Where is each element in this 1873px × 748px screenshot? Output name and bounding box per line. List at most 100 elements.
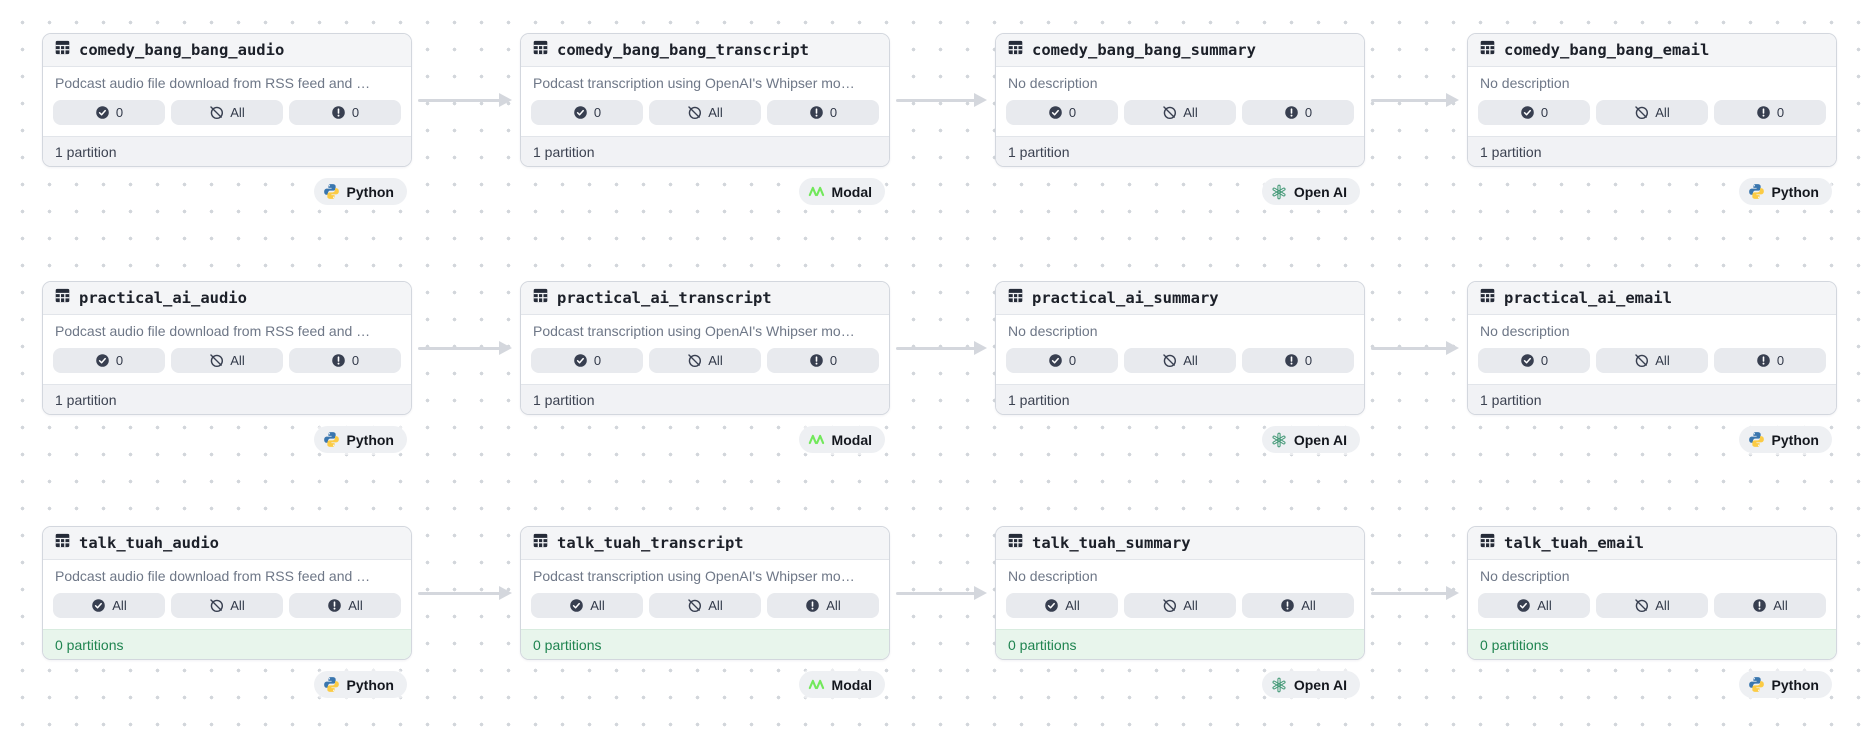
status-badge[interactable]: 0 xyxy=(1714,100,1826,125)
table-icon xyxy=(1479,39,1496,61)
status-badge[interactable]: 0 xyxy=(767,348,879,373)
status-badge[interactable]: All xyxy=(649,348,761,373)
status-badge-label: All xyxy=(112,598,127,613)
kind-tag-modal[interactable]: Modal xyxy=(798,671,885,698)
status-badge[interactable]: All xyxy=(1596,593,1708,618)
kind-tag-slot: Modal xyxy=(520,671,890,698)
status-badge[interactable]: 0 xyxy=(289,100,401,125)
slash-circle-icon xyxy=(1634,353,1649,368)
asset-card[interactable]: practical_ai_audio Podcast audio file do… xyxy=(42,281,412,415)
status-badge-label: All xyxy=(230,598,245,613)
kind-tag-open-ai[interactable]: Open AI xyxy=(1261,178,1360,205)
status-badge[interactable]: 0 xyxy=(1006,348,1118,373)
status-badge[interactable]: All xyxy=(649,100,761,125)
status-badge[interactable]: All xyxy=(171,348,283,373)
kind-tag-open-ai[interactable]: Open AI xyxy=(1261,426,1360,453)
status-badge[interactable]: All xyxy=(1124,100,1236,125)
status-badge[interactable]: 0 xyxy=(1006,100,1118,125)
kind-tag-slot: Open AI xyxy=(995,178,1365,205)
kind-tag-python[interactable]: Python xyxy=(1738,426,1832,453)
status-badge[interactable]: 0 xyxy=(531,348,643,373)
asset-card[interactable]: comedy_bang_bang_transcript Podcast tran… xyxy=(520,33,890,167)
slash-circle-icon xyxy=(687,105,702,120)
kind-tag-python[interactable]: Python xyxy=(313,671,407,698)
asset-card[interactable]: talk_tuah_audio Podcast audio file downl… xyxy=(42,526,412,660)
python-icon xyxy=(1748,676,1765,693)
partition-count: 0 partitions xyxy=(43,629,411,659)
alert-circle-icon xyxy=(805,598,820,613)
status-badge[interactable]: 0 xyxy=(531,100,643,125)
asset-card-header: comedy_bang_bang_email xyxy=(1468,34,1836,67)
kind-tag-python[interactable]: Python xyxy=(1738,178,1832,205)
lineage-edge-arrowhead xyxy=(1446,341,1459,355)
kind-tag-modal[interactable]: Modal xyxy=(798,426,885,453)
status-badge[interactable]: 0 xyxy=(767,100,879,125)
partition-count: 0 partitions xyxy=(521,629,889,659)
alert-circle-icon xyxy=(1284,105,1299,120)
alert-circle-icon xyxy=(809,353,824,368)
status-badge[interactable]: All xyxy=(289,593,401,618)
status-badge[interactable]: 0 xyxy=(1242,100,1354,125)
status-badge[interactable]: 0 xyxy=(1478,348,1590,373)
status-badge[interactable]: All xyxy=(767,593,879,618)
status-badge[interactable]: All xyxy=(531,593,643,618)
lineage-edge-arrowhead xyxy=(1446,586,1459,600)
lineage-edge xyxy=(418,99,502,102)
status-badge-label: 0 xyxy=(115,353,124,368)
status-badge[interactable]: All xyxy=(171,100,283,125)
status-badge[interactable]: All xyxy=(649,593,761,618)
status-badge[interactable]: All xyxy=(1124,348,1236,373)
asset-card[interactable]: talk_tuah_transcript Podcast transcripti… xyxy=(520,526,890,660)
status-badge-label: 0 xyxy=(829,353,838,368)
asset-card[interactable]: practical_ai_transcript Podcast transcri… xyxy=(520,281,890,415)
partition-count: 1 partition xyxy=(1468,136,1836,166)
status-badge-label: All xyxy=(1183,105,1198,120)
asset-name: comedy_bang_bang_audio xyxy=(79,41,285,59)
asset-card[interactable]: comedy_bang_bang_audio Podcast audio fil… xyxy=(42,33,412,167)
asset-description: Podcast audio file download from RSS fee… xyxy=(55,568,371,584)
kind-tag-modal[interactable]: Modal xyxy=(798,178,885,205)
status-badge[interactable]: All xyxy=(1596,348,1708,373)
asset-name: practical_ai_email xyxy=(1504,289,1672,307)
alert-circle-icon xyxy=(1756,105,1771,120)
openai-icon xyxy=(1271,432,1287,448)
status-badge[interactable]: 0 xyxy=(1478,100,1590,125)
status-badge-label: All xyxy=(1537,598,1552,613)
check-circle-icon xyxy=(1520,353,1535,368)
partition-count: 1 partition xyxy=(521,136,889,166)
asset-name: practical_ai_transcript xyxy=(557,289,772,307)
status-badge[interactable]: All xyxy=(1006,593,1118,618)
kind-tag-python[interactable]: Python xyxy=(313,178,407,205)
status-badge[interactable]: 0 xyxy=(1714,348,1826,373)
kind-tag-slot: Python xyxy=(42,426,412,453)
kind-tag-python[interactable]: Python xyxy=(1738,671,1832,698)
status-badge[interactable]: All xyxy=(53,593,165,618)
kind-tag-slot: Modal xyxy=(520,178,890,205)
status-badge[interactable]: 0 xyxy=(53,348,165,373)
status-badge[interactable]: All xyxy=(1596,100,1708,125)
asset-card-header: talk_tuah_summary xyxy=(996,527,1364,560)
status-badge[interactable]: All xyxy=(1478,593,1590,618)
partition-count: 1 partition xyxy=(521,384,889,414)
status-badge[interactable]: All xyxy=(1714,593,1826,618)
status-badge[interactable]: 0 xyxy=(1242,348,1354,373)
kind-tag-open-ai[interactable]: Open AI xyxy=(1261,671,1360,698)
status-badge[interactable]: 0 xyxy=(289,348,401,373)
check-circle-icon xyxy=(1048,105,1063,120)
status-badge[interactable]: All xyxy=(1124,593,1236,618)
status-badge[interactable]: All xyxy=(1242,593,1354,618)
status-badge[interactable]: All xyxy=(171,593,283,618)
status-badge[interactable]: 0 xyxy=(53,100,165,125)
asset-card[interactable]: comedy_bang_bang_summary No description … xyxy=(995,33,1365,167)
asset-status-badges: All All All xyxy=(53,593,401,618)
kind-tag-python[interactable]: Python xyxy=(313,426,407,453)
